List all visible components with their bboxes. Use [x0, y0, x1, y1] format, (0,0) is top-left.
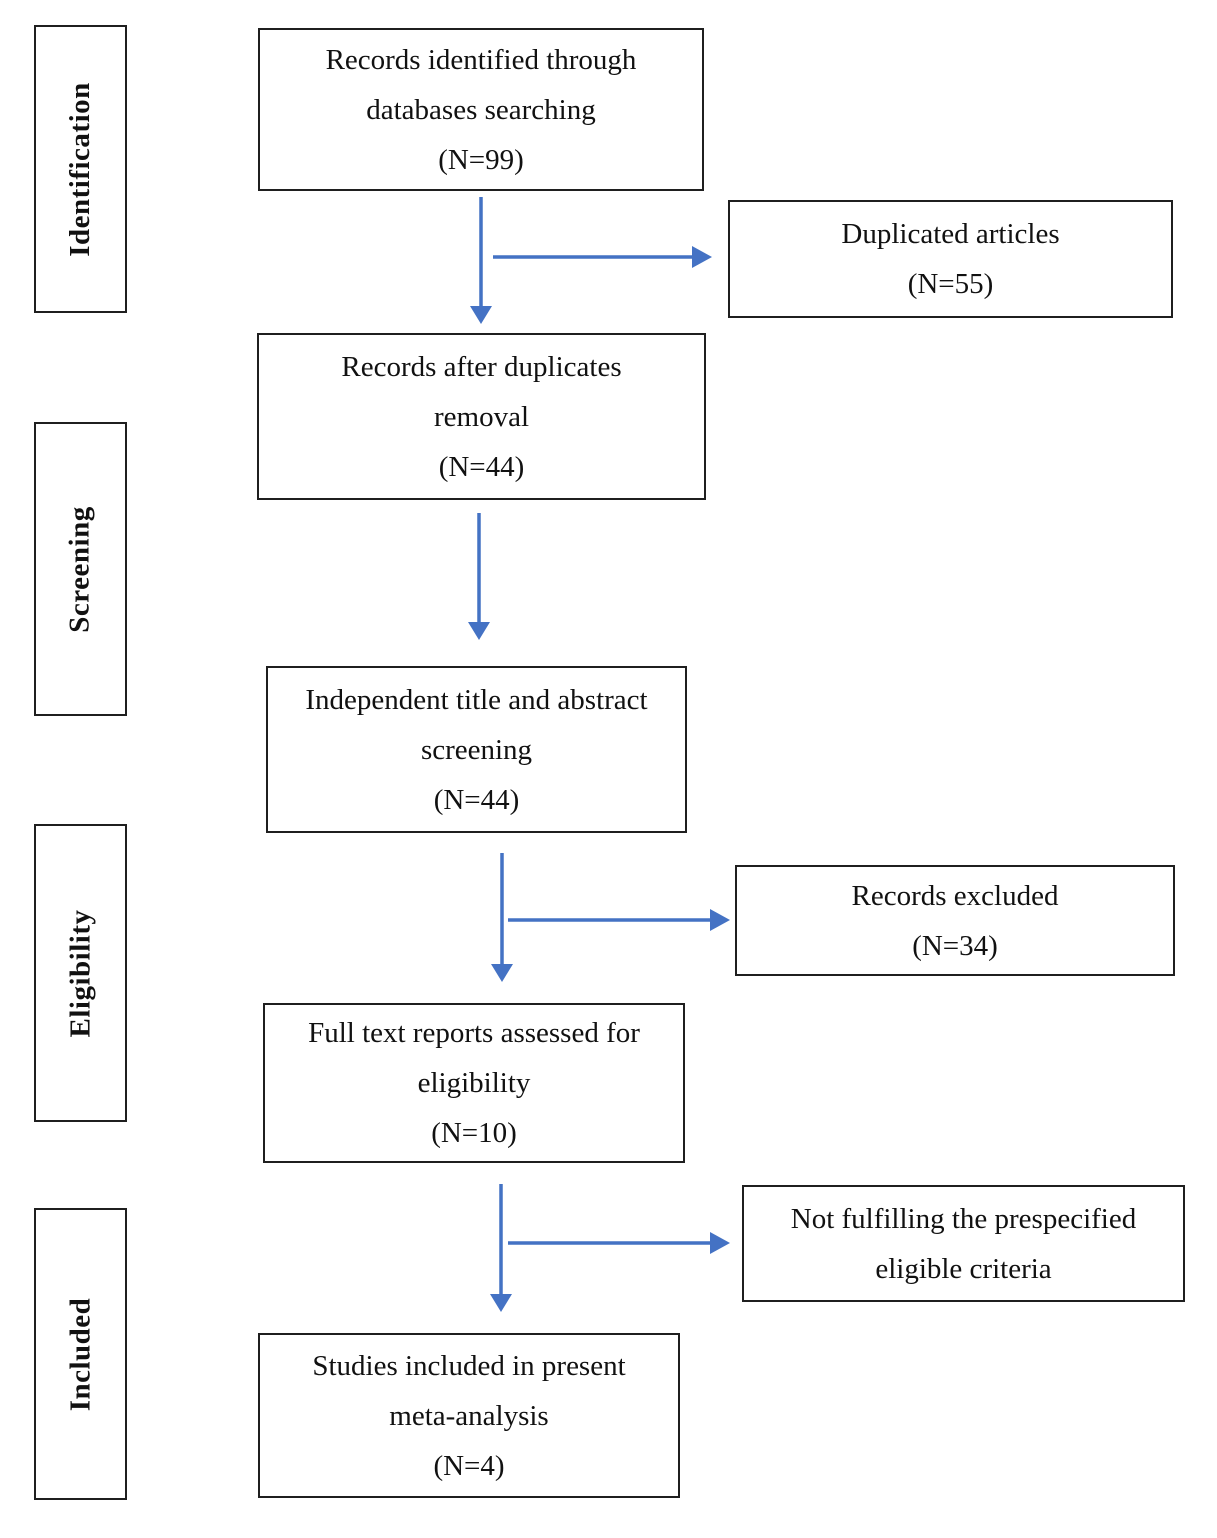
box-text-line: screening	[420, 733, 533, 766]
flow-box-title-abstract-screening: Independent title and abstract screening…	[266, 666, 687, 833]
side-box-duplicated-articles: Duplicated articles (N=55)	[728, 200, 1173, 318]
stage-label-text: Screening	[64, 505, 96, 633]
stage-label-text: Identification	[64, 81, 96, 257]
box-text-line: (N=99)	[438, 143, 524, 176]
box-text-line: eligibility	[417, 1067, 531, 1099]
box-text-line: Records excluded	[851, 879, 1059, 912]
side-box-not-fulfilling-criteria: Not fulfilling the prespecified eligible…	[742, 1185, 1185, 1302]
box-text-line: databases searching	[366, 93, 596, 126]
box-text-line: Duplicated articles	[841, 218, 1060, 250]
box-text-line: Independent title and abstract	[305, 683, 648, 716]
stage-label-eligibility: Eligibility	[34, 824, 127, 1122]
arrow-after-duplicates-to-screening	[468, 513, 490, 640]
arrow-identified-to-after-duplicates	[470, 197, 492, 324]
box-text-line: meta-analysis	[389, 1399, 549, 1432]
stage-label-text: Included	[64, 1297, 97, 1411]
flow-box-records-after-duplicates: Records after duplicates removal (N=44)	[257, 333, 706, 500]
arrow-branch-to-duplicated-articles	[493, 246, 712, 268]
arrow-branch-to-records-excluded	[508, 909, 730, 931]
box-text-line: (N=44)	[433, 783, 520, 816]
box-text-line: Records identified through	[325, 43, 637, 76]
box-text-line: (N=4)	[433, 1449, 505, 1482]
box-text-line: Not fulfilling the prespecified	[790, 1202, 1137, 1235]
box-text-line: removal	[433, 400, 529, 433]
stage-label-text: Eligibility	[64, 909, 97, 1037]
box-text-line: Studies included in present	[312, 1349, 626, 1382]
side-box-records-excluded: Records excluded (N=34)	[735, 865, 1175, 976]
arrow-branch-to-not-fulfilling	[508, 1232, 730, 1254]
stage-label-identification: Identification	[34, 25, 127, 313]
box-text-line: (N=10)	[431, 1117, 517, 1149]
box-text-line: (N=44)	[438, 450, 525, 483]
flow-box-studies-included: Studies included in present meta-analysi…	[258, 1333, 680, 1498]
arrow-screening-to-fulltext	[491, 853, 513, 982]
flow-box-fulltext-assessed: Full text reports assessed for eligibili…	[263, 1003, 685, 1163]
flow-box-records-identified: Records identified through databases sea…	[258, 28, 704, 191]
stage-label-included: Included	[34, 1208, 127, 1500]
box-text-line: Records after duplicates	[341, 350, 622, 383]
stage-label-screening: Screening	[34, 422, 127, 716]
arrow-fulltext-to-included	[490, 1184, 512, 1312]
box-text-line: Full text reports assessed for	[308, 1017, 640, 1049]
box-text-line: (N=34)	[912, 929, 998, 962]
box-text-line: eligible criteria	[875, 1252, 1052, 1285]
box-text-line: (N=55)	[907, 268, 994, 300]
